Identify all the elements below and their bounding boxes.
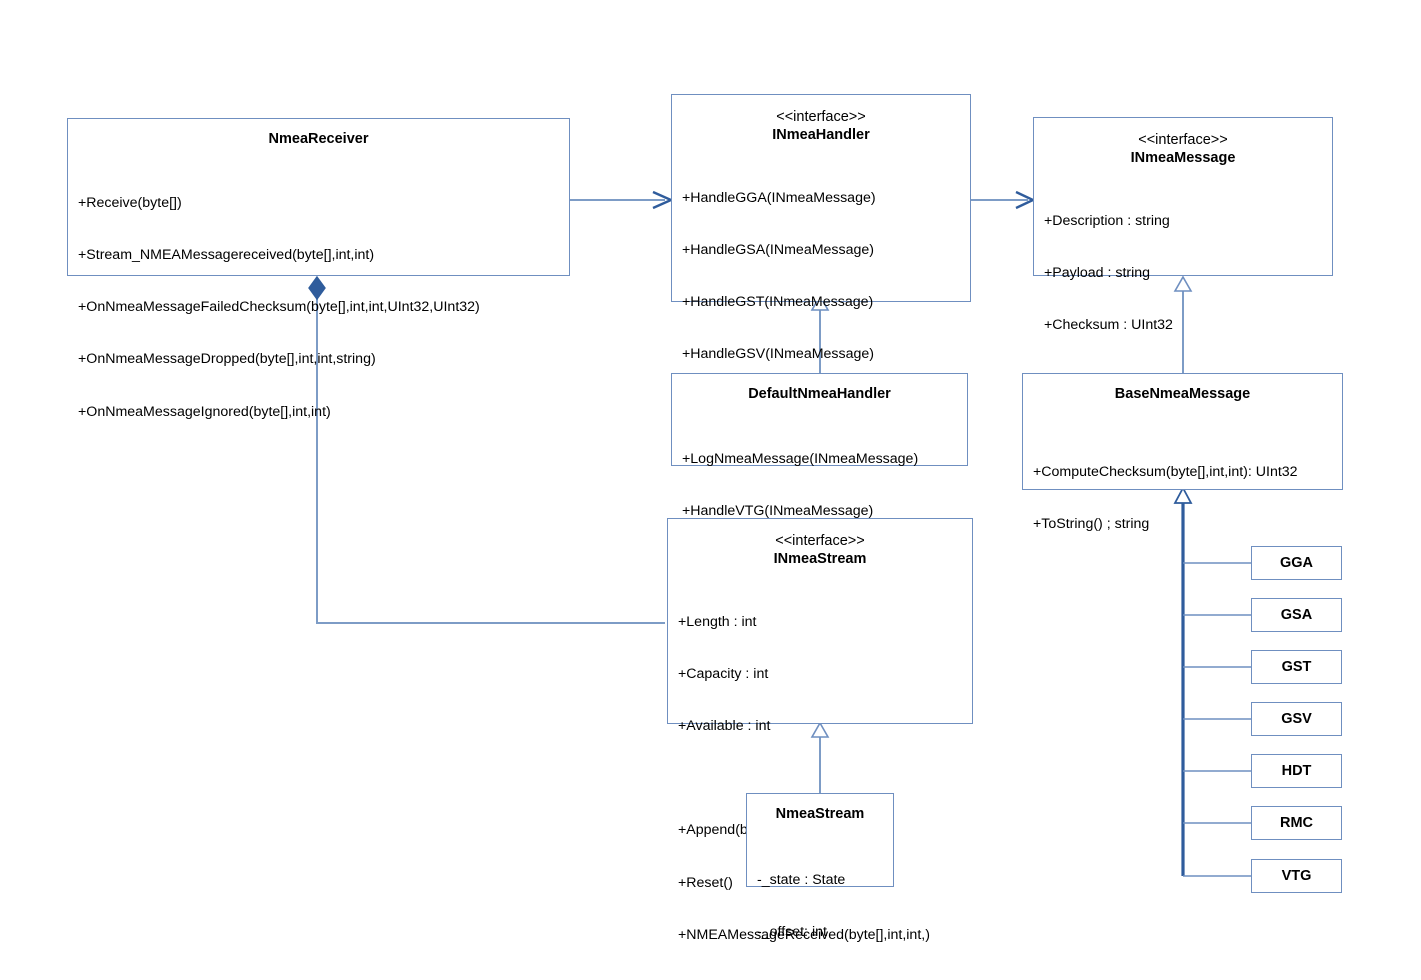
class-title-gst: GST xyxy=(1281,659,1312,675)
class-box-nmea-receiver[interactable]: NmeaReceiver +Receive(byte[]) +Stream_NM… xyxy=(67,118,570,420)
class-title-nmea-stream: NmeaStream xyxy=(775,806,865,822)
member-line: -_offset: int xyxy=(757,924,827,941)
class-members-default-nmea-handler: +LogNmeaMessage(INmeaMessage) xyxy=(672,403,967,503)
member-spacer xyxy=(678,770,972,787)
class-title-default-nmea-handler: DefaultNmeaHandler xyxy=(748,386,891,402)
member-line: +ComputeChecksum(byte[],int,int): UInt32 xyxy=(1033,463,1298,480)
class-box-gsv[interactable]: GSV xyxy=(1251,702,1342,736)
class-box-vtg[interactable]: VTG xyxy=(1251,859,1342,893)
class-title-inmea-message: INmeaMessage xyxy=(1130,150,1236,166)
member-line: +HandleGST(INmeaMessage) xyxy=(682,294,874,311)
class-box-hdt[interactable]: HDT xyxy=(1251,754,1342,788)
class-box-default-nmea-handler[interactable]: DefaultNmeaHandler +LogNmeaMessage(INmea… xyxy=(671,373,968,467)
class-box-inmea-message[interactable]: <<interface>> INmeaMessage +Description … xyxy=(1033,117,1333,437)
member-line: +Capacity : int xyxy=(678,666,769,683)
class-members-base-nmea-message: +ComputeChecksum(byte[],int,int): UInt32… xyxy=(1023,403,1342,568)
class-members-nmea-stream: -_state : State -_offset: int xyxy=(747,823,893,976)
member-line: +OnNmeaMessageDropped(byte[],int,int,str… xyxy=(78,351,376,368)
member-line: +HandleGSV(INmeaMessage) xyxy=(682,346,875,363)
member-line: +OnNmeaMessageFailedChecksum(byte[],int,… xyxy=(78,299,480,316)
member-line: +LogNmeaMessage(INmeaMessage) xyxy=(682,450,919,467)
member-line: +Payload : string xyxy=(1044,265,1151,282)
member-line: +HandleGSA(INmeaMessage) xyxy=(682,242,875,259)
class-stereotype-inmea-stream: <<interface>> xyxy=(775,533,865,549)
class-title-nmea-receiver: NmeaReceiver xyxy=(268,131,369,147)
member-line: +Description : string xyxy=(1044,212,1170,229)
member-line: +OnNmeaMessageIgnored(byte[],int,int) xyxy=(78,403,331,420)
class-box-nmea-stream[interactable]: NmeaStream -_state : State -_offset: int xyxy=(746,793,894,940)
member-line: +HandleVTG(INmeaMessage) xyxy=(682,503,874,520)
class-box-gsa[interactable]: GSA xyxy=(1251,598,1342,632)
member-line: +ToString() ; string xyxy=(1033,516,1150,533)
class-stereotype-inmea-message: <<interface>> xyxy=(1138,132,1228,148)
class-box-base-nmea-message[interactable]: BaseNmeaMessage +ComputeChecksum(byte[],… xyxy=(1022,373,1343,532)
class-title-vtg: VTG xyxy=(1281,868,1312,884)
member-line: +Checksum : UInt32 xyxy=(1044,317,1173,334)
class-stereotype-inmea-handler: <<interface>> xyxy=(776,109,866,125)
class-title-base-nmea-message: BaseNmeaMessage xyxy=(1114,386,1251,402)
member-line: +Receive(byte[]) xyxy=(78,194,182,211)
class-box-inmea-handler[interactable]: <<interface>> INmeaHandler +HandleGGA(IN… xyxy=(671,94,971,571)
class-title-inmea-handler: INmeaHandler xyxy=(772,127,870,143)
member-line: +Reset() xyxy=(678,874,733,891)
class-box-gga[interactable]: GGA xyxy=(1251,546,1342,580)
member-line: +Length : int xyxy=(678,613,757,630)
class-title-rmc: RMC xyxy=(1279,815,1314,831)
class-members-nmea-receiver: +Receive(byte[]) +Stream_NMEAMessagerece… xyxy=(68,148,569,456)
class-title-hdt: HDT xyxy=(1281,763,1312,779)
connector-receiver-to-handler xyxy=(570,190,674,210)
class-box-gst[interactable]: GST xyxy=(1251,650,1342,684)
class-title-inmea-stream: INmeaStream xyxy=(773,551,867,567)
member-line: +NMEAMessageReceived(byte[],int,int,) xyxy=(678,926,930,943)
member-line: +HandleGGA(INmeaMessage) xyxy=(682,189,876,206)
member-line: +Available : int xyxy=(678,718,771,735)
member-line: +Stream_NMEAMessagereceived(byte[],int,i… xyxy=(78,247,375,264)
class-title-gsv: GSV xyxy=(1281,711,1312,727)
class-box-rmc[interactable]: RMC xyxy=(1251,806,1342,840)
class-title-gga: GGA xyxy=(1279,555,1314,571)
connector-handler-to-message xyxy=(971,190,1036,210)
class-title-gsa: GSA xyxy=(1280,607,1313,623)
class-box-inmea-stream[interactable]: <<interface>> INmeaStream +Length : int … xyxy=(667,518,973,943)
member-line: -_state : State xyxy=(757,871,846,888)
